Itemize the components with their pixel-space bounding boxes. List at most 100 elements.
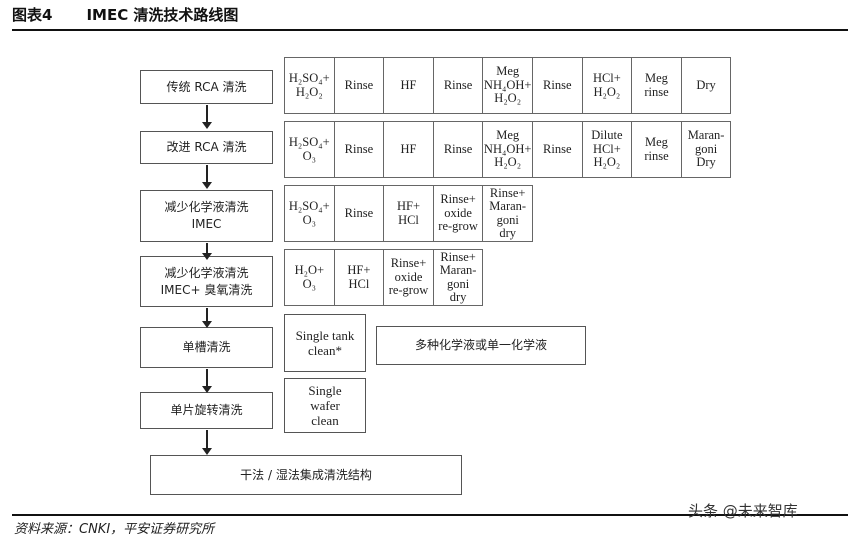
- text-line: Rinse+: [489, 185, 526, 200]
- text-line: goni: [496, 212, 519, 227]
- text-line: oxide: [394, 269, 423, 284]
- text-line: 单槽清洗: [182, 340, 231, 354]
- process-step-cell: Rinse: [333, 121, 385, 178]
- process-step-cell: Rinse: [532, 57, 583, 114]
- figure-header: 图表4 IMEC 清洗技术路线图: [12, 4, 238, 25]
- text-line: HF+: [396, 199, 420, 213]
- text-line: Maran-: [687, 128, 725, 143]
- process-step-cell: Rinse: [333, 185, 385, 242]
- text-line: O₃: [302, 276, 316, 291]
- text-line: Dry: [696, 155, 716, 170]
- text-line: Rinse: [443, 141, 473, 156]
- text-line: IMEC+ 臭氧清洗: [160, 282, 253, 297]
- source-note: 资料来源：CNKI，平安证券研究所: [14, 522, 215, 537]
- text-line: Meg: [645, 71, 668, 85]
- text-line: Rinse+: [390, 256, 427, 271]
- text-line: H₂O₂: [593, 84, 621, 99]
- text-line: H₂O₂: [494, 91, 522, 106]
- text-line: Rinse: [344, 77, 374, 92]
- process-step-cell: HF: [383, 121, 434, 178]
- text-line: Maran-: [489, 199, 527, 213]
- text-line: dry: [499, 226, 517, 240]
- process-step-cell: H₂SO₄+H₂O₂: [284, 57, 335, 114]
- text-line: dry: [449, 290, 467, 304]
- text-line: clean*: [308, 343, 342, 358]
- process-step-cell: Dry: [680, 57, 732, 114]
- down-arrow-icon: [202, 308, 212, 328]
- text-line: H₂SO₄+: [288, 135, 330, 149]
- text-line: H₂O₂: [494, 155, 522, 170]
- figure-number: 图表4: [12, 6, 53, 24]
- text-line: 减少化学液清洗: [164, 200, 249, 214]
- text-line: NH₄OH+: [483, 77, 532, 92]
- footer-rule: [12, 514, 848, 516]
- process-step-cell: HF+HCl: [383, 185, 434, 242]
- text-line: Dilute: [591, 128, 623, 143]
- process-step-cell: H₂SO₄+O₃: [284, 185, 335, 242]
- process-step-cell: Rinse: [432, 57, 484, 114]
- text-line: Rinse: [344, 141, 374, 156]
- stage-box: 改进 RCA 清洗: [140, 131, 273, 164]
- text-line: rinse: [644, 84, 669, 99]
- down-arrow-icon: [202, 369, 212, 393]
- text-line: Rinse: [443, 77, 473, 92]
- process-step-cell: HF: [383, 57, 434, 114]
- text-line: H₂O₂: [295, 84, 323, 99]
- text-line: clean: [311, 413, 339, 428]
- text-line: HCl: [398, 212, 419, 227]
- text-line: HF: [400, 77, 417, 92]
- text-line: O₃: [302, 148, 316, 163]
- single-tank-note: 多种化学液或单一化学液: [376, 326, 586, 365]
- text-line: HCl+: [592, 71, 621, 85]
- text-line: Meg: [645, 135, 668, 149]
- process-step-cell: H₂SO₄+O₃: [284, 121, 335, 178]
- text-line: Single tank: [295, 328, 355, 343]
- text-line: Rinse+: [440, 249, 476, 264]
- text-line: 减少化学液清洗: [164, 265, 249, 280]
- text-line: HF+: [347, 263, 371, 277]
- text-line: Dry: [696, 77, 716, 92]
- stage-box: 单槽清洗: [140, 327, 273, 368]
- final-stage-box: 干法 / 湿法集成清洗结构: [150, 455, 462, 495]
- text-line: Meg: [496, 64, 520, 79]
- text-line: goni: [694, 141, 718, 156]
- process-step-cell: HCl+H₂O₂: [581, 57, 633, 114]
- text-line: HCl+: [592, 141, 621, 156]
- text-line: re-grow: [438, 219, 478, 234]
- stage-box: 单片旋转清洗: [140, 392, 273, 429]
- text-line: HF: [400, 141, 417, 156]
- text-line: Meg: [496, 128, 520, 143]
- text-line: Rinse: [543, 141, 572, 156]
- text-line: Single: [308, 383, 342, 398]
- watermark: 头条 @未来智库: [688, 502, 798, 520]
- text-line: H₂SO₄+: [288, 71, 330, 85]
- text-line: H₂O+: [294, 263, 325, 277]
- figure-title: IMEC 清洗技术路线图: [86, 6, 239, 24]
- process-step-cell: H₂O+O₃: [284, 249, 335, 306]
- text-line: 改进 RCA 清洗: [166, 140, 247, 154]
- stage-box: 减少化学液清洗 IMEC: [140, 190, 273, 242]
- down-arrow-icon: [202, 105, 212, 129]
- process-step-cell: Rinse: [432, 121, 484, 178]
- process-step-cell: Rinse: [532, 121, 583, 178]
- text-line: rinse: [644, 148, 669, 163]
- text-line: oxide: [444, 205, 472, 220]
- text-line: Rinse: [344, 205, 374, 220]
- down-arrow-icon: [202, 430, 212, 455]
- text-line: re-grow: [388, 283, 429, 298]
- text-line: IMEC: [191, 217, 222, 231]
- text-line: O₃: [302, 212, 316, 227]
- stage-box: 传统 RCA 清洗: [140, 70, 273, 104]
- process-step-cell: Rinse: [333, 57, 385, 114]
